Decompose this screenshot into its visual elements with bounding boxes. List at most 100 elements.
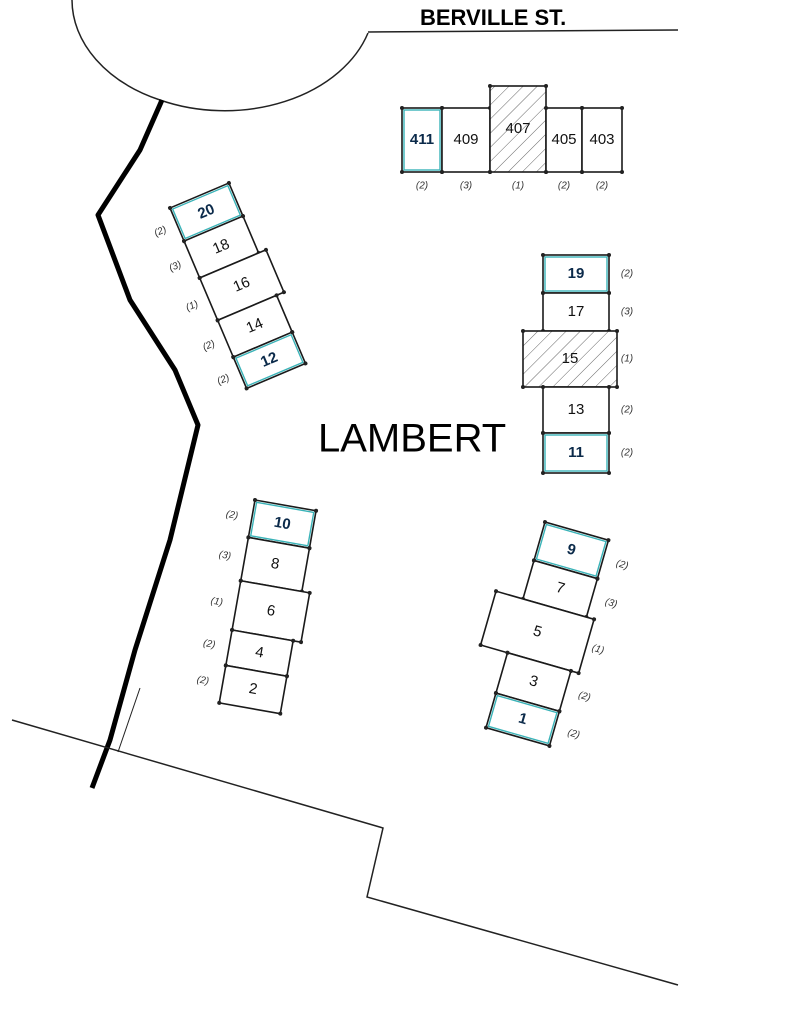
unit-number: 20 [195,200,217,222]
building-lower-right: 9(2)7(3)5(1)3(2)1(2) [478,520,630,748]
unit-type-label: (1) [210,596,224,609]
corner-marker [488,170,492,174]
unit-type-label: (2) [577,690,592,704]
unit-403[interactable] [581,107,623,173]
unit-number: 17 [568,303,585,320]
corner-marker [274,293,279,298]
corner-marker [253,498,257,502]
corner-marker [607,471,611,475]
unit-type-label: (2) [202,638,216,651]
corner-marker [620,170,624,174]
berville-street-line [367,29,679,33]
unit-type-label: (2) [216,372,232,387]
unit-number: 18 [210,235,232,257]
unit-type-label: (2) [201,338,217,353]
corner-marker [505,650,510,655]
end-unit-marker [535,523,607,578]
corner-marker [281,290,286,295]
corner-marker [238,578,243,583]
corner-marker [544,106,548,110]
unit-type-label: (2) [615,558,630,572]
unit-number: 11 [568,444,584,461]
corner-marker [568,668,573,673]
corner-marker [231,355,236,360]
corner-marker [620,106,624,110]
corner-marker [290,330,295,335]
corner-marker [244,386,249,391]
unit-11[interactable] [542,432,610,474]
corner-marker [240,214,245,219]
corner-marker [606,538,611,543]
unit-1[interactable] [485,692,561,747]
corner-marker [284,674,289,679]
unit-type-label: (2) [416,181,428,192]
end-unit-marker [235,333,304,387]
corner-marker [607,385,611,389]
unit-number: 407 [505,120,530,137]
corner-marker [521,385,525,389]
corner-marker [493,691,498,696]
corner-marker [544,170,548,174]
corner-marker [278,711,283,716]
unit-number: 409 [453,131,478,148]
corner-marker [543,520,547,524]
corner-marker [217,700,222,705]
corner-marker [230,627,235,632]
unit-type-label: (3) [460,181,472,192]
unit-number: 12 [258,349,280,371]
unit-type-label: (2) [225,509,239,522]
unit-type-label: (1) [590,643,605,657]
unit-19[interactable] [542,254,610,294]
unit-number: 4 [254,643,265,661]
unit-type-label: (2) [621,405,633,416]
unit-13[interactable] [542,386,610,434]
unit-type-label: (1) [512,181,524,192]
corner-marker [615,329,619,333]
corner-marker [400,170,404,174]
unit-number: 6 [265,602,276,620]
unit-type-label: (1) [621,354,633,365]
property-line [11,719,679,986]
unit-type-label: (2) [596,181,608,192]
building-lower-left: 10(2)8(3)6(1)4(2)2(2) [196,498,319,716]
corner-marker [544,84,548,88]
corner-marker [440,106,444,110]
unit-409[interactable] [441,107,491,173]
corner-marker [541,471,545,475]
corner-marker [246,535,251,540]
unit-number: 13 [568,401,585,418]
corner-marker [615,385,619,389]
corner-marker [215,318,220,323]
corner-marker [488,84,492,88]
street-label: BERVILLE ST. [420,5,566,30]
unit-number: 14 [244,315,266,337]
unit-407[interactable] [489,85,547,173]
unit-17[interactable] [542,292,610,332]
building-upper-left: 20(2)18(3)16(1)14(2)12(2) [153,180,308,391]
unit-15[interactable] [522,330,618,388]
area-label: LAMBERT [318,417,506,461]
end-unit-marker [403,109,441,171]
unit-number: 10 [273,514,292,534]
corner-marker [307,546,312,551]
end-unit-marker [487,694,558,745]
corner-marker [580,170,584,174]
unit-type-label: (3) [218,549,232,562]
corner-marker [541,291,545,295]
unit-12[interactable] [232,331,307,390]
corner-marker [607,291,611,295]
corner-marker [541,431,545,435]
corner-marker [223,663,228,668]
unit-type-label: (2) [566,727,581,741]
unit-number: 405 [551,131,576,148]
unit-405[interactable] [545,107,583,173]
unit-type-label: (3) [621,307,633,318]
unit-type-label: (3) [604,597,619,611]
end-unit-marker [171,184,242,240]
corner-marker [314,508,319,513]
unit-2[interactable] [218,664,288,715]
corner-marker [607,253,611,257]
corner-marker [607,431,611,435]
building-top-row: 411(2)409(3)407(1)405(2)403(2) [400,84,624,192]
